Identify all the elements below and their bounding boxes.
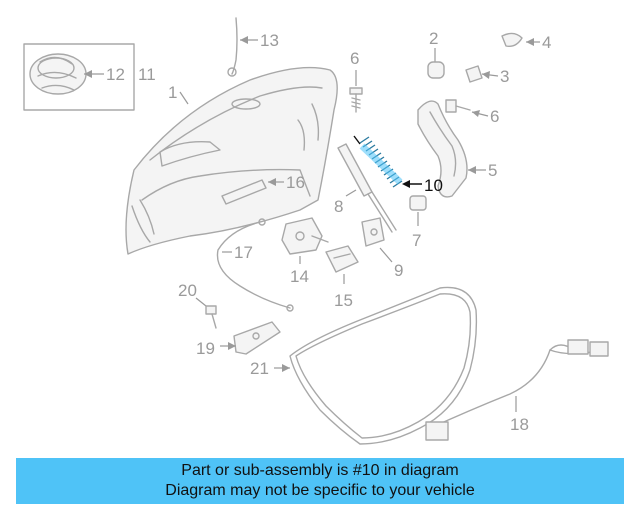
callout-15: 15: [334, 291, 353, 310]
part-5-hinge: [417, 100, 486, 198]
callout-17: 17: [234, 243, 253, 262]
callout-16: 16: [286, 173, 305, 192]
callout-6-right: 6: [490, 107, 499, 126]
callout-5: 5: [488, 161, 497, 180]
part-17-cable: [216, 218, 294, 312]
info-banner: Part or sub-assembly is #10 in diagram D…: [16, 458, 624, 504]
part-3-screw: [465, 65, 499, 83]
part-1-trunk-lid: [125, 66, 338, 255]
callout-14: 14: [290, 267, 309, 286]
part-14-actuator: [281, 217, 329, 264]
callout-4: 4: [542, 33, 551, 52]
parts-diagram: 12 11 13 1 6 2 4: [23, 17, 609, 445]
callout-8: 8: [334, 197, 343, 216]
part-4-clip: [501, 32, 540, 48]
part-12-latch-inset: [23, 43, 135, 111]
part-6a-bolt: [349, 70, 363, 113]
callout-12: 12: [106, 65, 125, 84]
part-13-rod: [227, 17, 258, 77]
callout-18: 18: [510, 415, 529, 434]
part-6b-bolt: [445, 99, 489, 117]
banner-line-1: Part or sub-assembly is #10 in diagram: [181, 462, 459, 479]
callout-3: 3: [500, 67, 509, 86]
callout-2: 2: [429, 29, 438, 48]
callout-10: 10: [424, 176, 443, 195]
callout-11: 11: [138, 65, 156, 84]
callout-7: 7: [412, 231, 421, 250]
callout-6-upper: 6: [350, 49, 359, 68]
banner-line-2: Diagram may not be specific to your vehi…: [165, 482, 475, 499]
callout-13: 13: [260, 31, 279, 50]
part-20-bolt: [195, 297, 217, 329]
part-2-cap: [427, 48, 445, 79]
part-9-striker: [361, 217, 393, 263]
callout-19: 19: [196, 339, 215, 358]
callout-1: 1: [168, 83, 177, 102]
part-21-seal: [274, 286, 478, 445]
callout-20: 20: [178, 281, 197, 300]
part-7-bumper: [409, 195, 427, 226]
part-15-latch: [325, 245, 359, 284]
callout-21: 21: [250, 359, 269, 378]
callout-9: 9: [394, 261, 403, 280]
part-16-trim: [221, 178, 284, 205]
part-10-spring: [353, 135, 422, 188]
part-18-harness: [425, 339, 609, 441]
part-8-strut: [337, 143, 397, 233]
part-19-bracket: [220, 321, 281, 355]
